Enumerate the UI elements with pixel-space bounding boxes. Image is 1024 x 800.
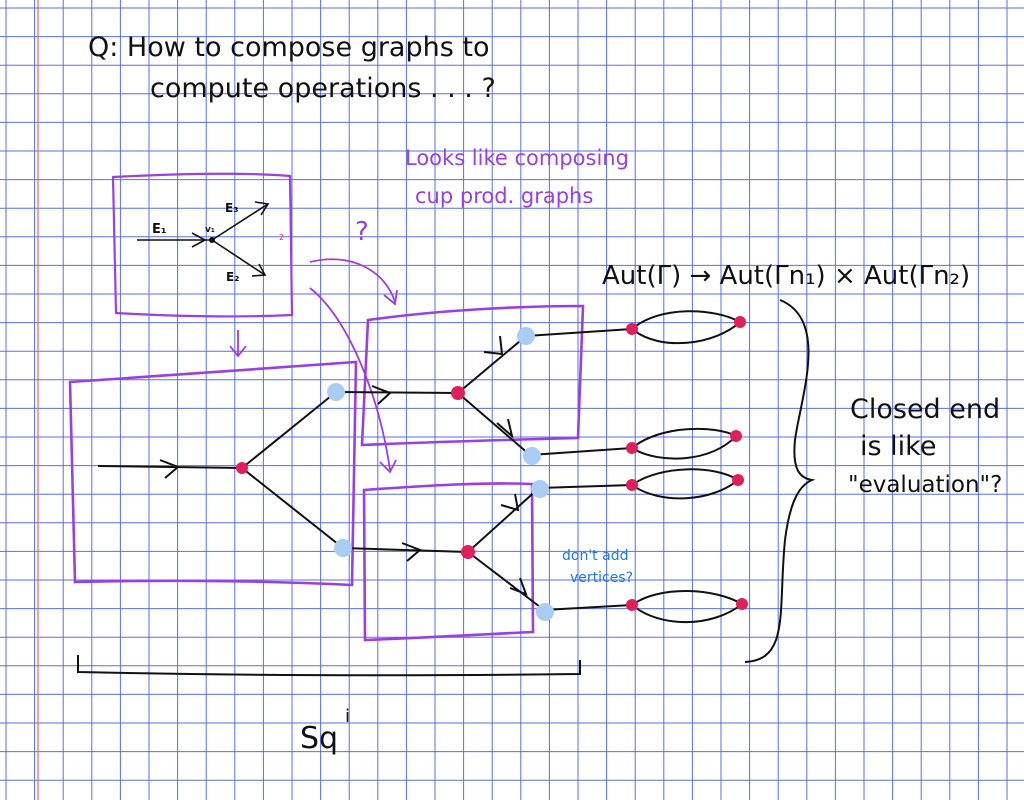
question-mark-note: ?: [355, 217, 369, 247]
edge-label-e3: E₃: [225, 201, 238, 215]
port-markers: [327, 327, 554, 621]
question-line-1: Q: How to compose graphs to: [88, 32, 489, 63]
note-composing-line-2: cup prod. graphs: [415, 184, 593, 208]
vertex-markers: [236, 316, 748, 611]
edge-label-e2: E₂: [226, 270, 239, 284]
bottom-bracket: [77, 655, 581, 677]
closed-end-line-1: Closed end: [850, 394, 1000, 425]
graph-edges: [97, 310, 744, 624]
sq-superscript: i: [345, 706, 350, 727]
small-graph-box: E₁ E₃ E₂ v₁ 2: [111, 172, 294, 318]
vertex-label-v1: v₁: [205, 225, 215, 235]
left-graph-box: [68, 360, 358, 587]
dont-add-line-1: don't add: [562, 548, 628, 564]
dont-add-line-2: vertices?: [570, 570, 633, 586]
edge-label-e1: E₁: [152, 222, 167, 237]
sq-label: Sq: [300, 721, 338, 756]
question-line-2: compute operations . . . ?: [150, 73, 496, 104]
aut-formula: Aut(Γ) → Aut(Γn₁) × Aut(Γn₂): [602, 261, 970, 291]
curly-brace: [744, 299, 816, 663]
closed-end-line-2: is like: [860, 431, 936, 462]
closed-end-line-3: "evaluation"?: [848, 472, 1002, 498]
upper-graph-box: [360, 304, 585, 447]
tick-mark-2: 2: [279, 233, 284, 242]
lower-graph-box: [362, 482, 535, 642]
note-composing-line-1: Looks like composing: [405, 146, 629, 170]
